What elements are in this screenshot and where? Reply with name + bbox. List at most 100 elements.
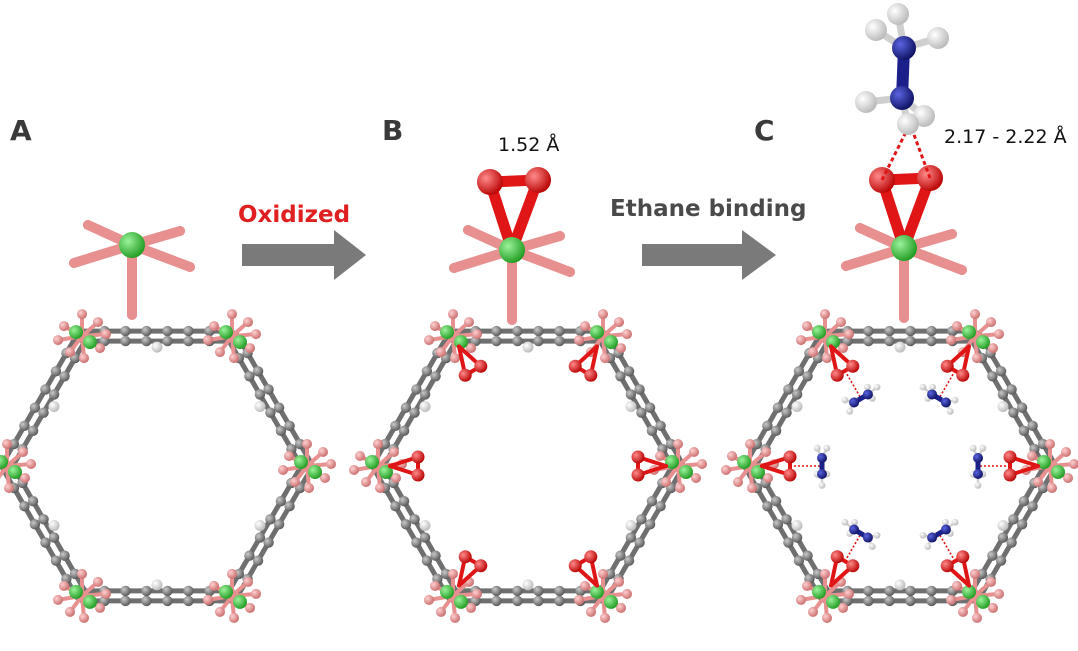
carbon-atom <box>634 384 644 394</box>
hydrogen-atom <box>895 579 906 590</box>
metal-atom <box>812 325 826 339</box>
carbon-atom <box>390 421 400 431</box>
contact-line <box>845 371 861 399</box>
oxygen-atom <box>957 265 967 275</box>
peroxo-oxygen-atom <box>956 369 969 382</box>
carbon-atom <box>409 514 419 524</box>
oxygen-atom <box>284 451 294 461</box>
oxygen-atom <box>655 451 665 461</box>
metal-atom <box>1051 465 1065 479</box>
carbon-atom <box>792 532 802 542</box>
oxygen-atom <box>77 569 87 579</box>
ethane-hydrogen-atom <box>855 91 877 113</box>
carbon-atom <box>533 326 543 336</box>
oxygen-atom <box>203 335 213 345</box>
carbon-atom <box>59 551 69 561</box>
oxygen-atom <box>600 353 610 363</box>
carbon-atom <box>141 596 151 606</box>
oxygen-atom <box>203 595 213 605</box>
hydrogen-atom <box>895 342 906 353</box>
carbon-atom <box>19 421 29 431</box>
oxygen-atom <box>93 317 103 327</box>
carbon-atom <box>884 586 894 596</box>
hydrogen-atom <box>625 520 636 531</box>
oxygen-atom <box>802 581 812 591</box>
hydrogen-atom <box>420 520 431 531</box>
carbon-atom <box>863 596 873 606</box>
ethane-carbon-atom <box>892 36 916 60</box>
carbon-atom <box>998 389 1008 399</box>
carbon-atom <box>783 537 793 547</box>
carbon-atom <box>162 586 172 596</box>
contact-line <box>939 534 955 562</box>
ethane-hydrogen-atom <box>842 397 849 404</box>
oxygen-atom <box>302 439 312 449</box>
carbon-atom <box>274 519 284 529</box>
carbon-atom <box>411 537 421 547</box>
ethane-hydrogen-atom <box>924 543 931 550</box>
oxygen-atom <box>574 335 584 345</box>
oxygen-atom <box>622 329 632 339</box>
oxygen-atom <box>59 321 69 331</box>
oxygen-atom <box>464 317 474 327</box>
oxygen-atom <box>472 589 482 599</box>
metal-site-a <box>69 220 195 320</box>
oxygen-atom <box>93 577 103 587</box>
carbon-atom <box>401 402 411 412</box>
metal-atom <box>308 465 322 479</box>
oxygen-atom <box>1045 439 1055 449</box>
hydrogen-atom <box>420 401 431 412</box>
carbon-atom <box>996 556 1006 566</box>
metal-peroxo-ethane-site-c <box>841 3 967 323</box>
carbon-atom <box>399 426 409 436</box>
carbon-atom <box>390 501 400 511</box>
step-oxidized-label: Oxidized <box>238 202 350 228</box>
carbon-atom <box>647 426 657 436</box>
carbon-atom <box>141 336 151 346</box>
metal-atom <box>962 325 976 339</box>
carbon-atom <box>265 407 275 417</box>
metal-atom <box>233 335 247 349</box>
carbon-atom <box>141 326 151 336</box>
oxygen-atom <box>673 439 683 449</box>
carbon-atom <box>554 336 564 346</box>
ethane-carbon-atom <box>941 397 951 407</box>
oxygen-atom <box>952 321 962 331</box>
framework-pore-c <box>721 309 1078 623</box>
hydrogen-atom <box>792 401 803 412</box>
hydrogen-atom <box>49 520 60 531</box>
ethane-hydrogen-atom <box>869 543 876 550</box>
oxygen-atom <box>430 321 440 331</box>
ethane-hydrogen-atom <box>887 3 909 25</box>
oxygen-atom <box>65 347 75 357</box>
oxygen-atom <box>689 447 699 457</box>
ethane-carbon-atom <box>973 453 983 463</box>
contact-line <box>845 534 861 562</box>
peroxo-oxygen-atom <box>941 559 954 572</box>
ethane-carbon-atom <box>890 86 914 110</box>
oxygen-atom <box>1047 483 1057 493</box>
ethane-carbon-atom <box>817 469 827 479</box>
ethane-hydrogen-atom <box>952 397 959 404</box>
carbon-atom <box>905 586 915 596</box>
metal-atom <box>499 237 525 263</box>
metal-atom <box>69 585 83 599</box>
oxygen-atom <box>472 329 482 339</box>
oxygen-atom <box>349 465 359 475</box>
metal-atom <box>294 455 308 469</box>
carbon-atom <box>28 496 38 506</box>
oxygen-atom <box>899 313 909 323</box>
carbon-atom <box>491 596 501 606</box>
carbon-atom <box>512 586 522 596</box>
framework-pore-a <box>0 309 336 623</box>
oxygen-atom <box>598 569 608 579</box>
carbon-atom <box>773 519 783 529</box>
oxygen-atom <box>79 613 89 623</box>
hydrogen-atom <box>523 342 534 353</box>
carbon-atom <box>1008 407 1018 417</box>
oxygen-atom <box>727 451 737 461</box>
carbon-atom <box>626 389 636 399</box>
carbon-atom <box>120 336 130 346</box>
oxygen-atom <box>796 595 806 605</box>
